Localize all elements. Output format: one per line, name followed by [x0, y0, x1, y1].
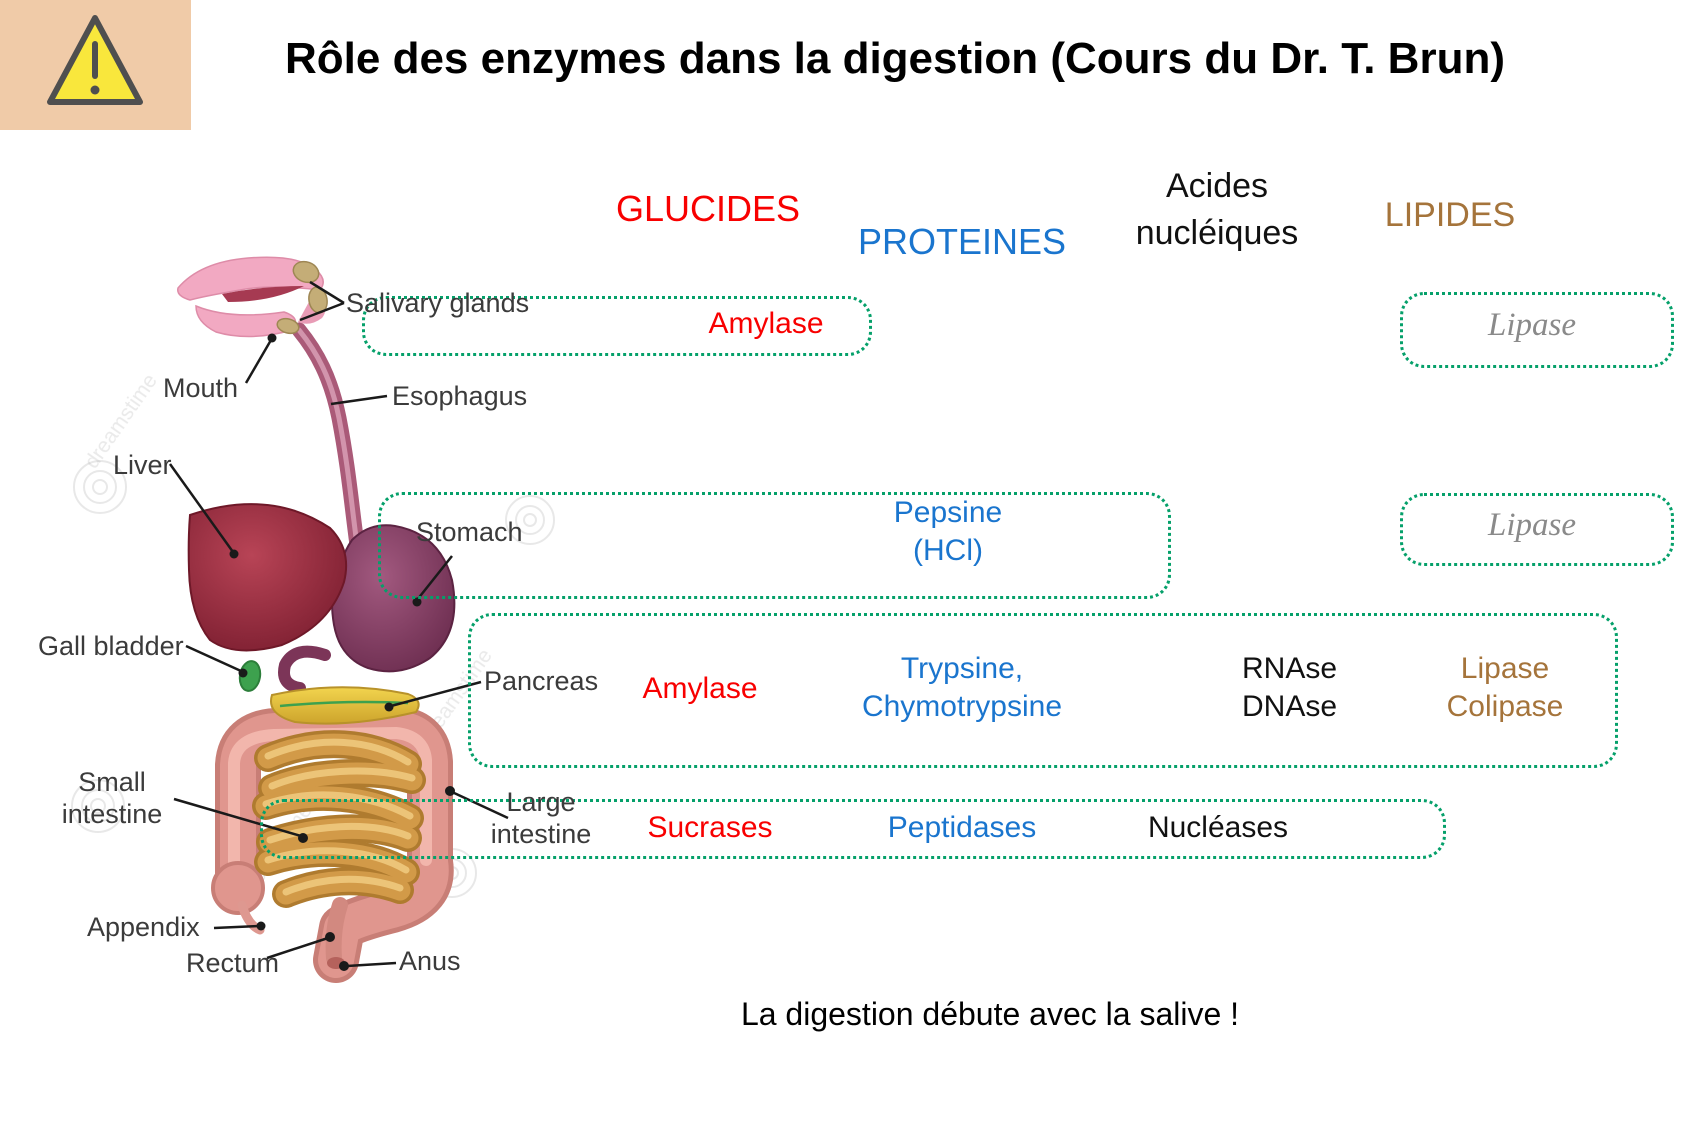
acides-line2: nucléiques	[1135, 214, 1299, 252]
pointer-dots	[229, 333, 455, 971]
pancreas-shape	[270, 686, 420, 725]
esophagus-shape	[291, 322, 366, 560]
enzyme-salivary-lipase: Lipase	[1487, 307, 1577, 343]
enzyme-pancreas-trypsine: Trypsine, Chymotrypsine	[861, 652, 1063, 723]
enzyme-intestine-nucleases: Nucléases	[1147, 811, 1289, 844]
enzyme-salivary-amylase: Amylase	[708, 307, 824, 340]
column-header-acides-nucleiques: Acides nucléiques	[1136, 163, 1299, 257]
label-anus: Anus	[399, 946, 461, 976]
label-salivary-glands: Salivary glands	[346, 288, 530, 318]
enzyme-stomach-pepsine: Pepsine (HCl)	[893, 496, 1003, 567]
label-esophagus: Esophagus	[392, 381, 528, 411]
enzyme-intestine-peptidases: Peptidases	[887, 811, 1037, 844]
warning-icon	[47, 15, 143, 105]
lipase-box-salivary	[1400, 292, 1674, 368]
label-liver: Liver	[113, 450, 172, 480]
enzyme-stomach-lipase: Lipase	[1487, 507, 1577, 543]
slide-title: Rôle des enzymes dans la digestion (Cour…	[285, 34, 1505, 83]
bottom-caption: La digestion débute avec la salive !	[740, 996, 1240, 1032]
enzyme-pancreas-nucleases: RNAse DNAse	[1242, 652, 1338, 723]
label-mouth: Mouth	[163, 373, 239, 403]
label-stomach: Stomach	[416, 517, 523, 547]
label-pancreas: Pancreas	[484, 666, 599, 696]
lipase-box-stomach	[1400, 493, 1674, 566]
gall-bladder-shape	[238, 660, 262, 692]
acides-line1: Acides	[1165, 167, 1269, 205]
column-header-glucides: GLUCIDES	[615, 188, 801, 229]
enzyme-pancreas-lipase-colipase: Lipase Colipase	[1446, 652, 1564, 723]
label-rectum: Rectum	[186, 948, 280, 978]
warning-tile	[0, 0, 191, 130]
liver-shape	[187, 503, 348, 652]
column-header-lipides: LIPIDES	[1384, 196, 1516, 234]
enzyme-pancreas-amylase: Amylase	[642, 672, 758, 705]
label-gall-bladder: Gall bladder	[38, 631, 184, 661]
salivary-glands-shape	[276, 260, 328, 335]
label-small-intestine: Small intestine	[61, 767, 163, 829]
enzyme-intestine-sucrases: Sucrases	[647, 811, 773, 844]
column-header-proteines: PROTEINES	[857, 221, 1067, 262]
label-appendix: Appendix	[87, 912, 200, 942]
label-large-intestine: Large intestine	[490, 787, 592, 849]
mouth-shape	[177, 256, 326, 338]
